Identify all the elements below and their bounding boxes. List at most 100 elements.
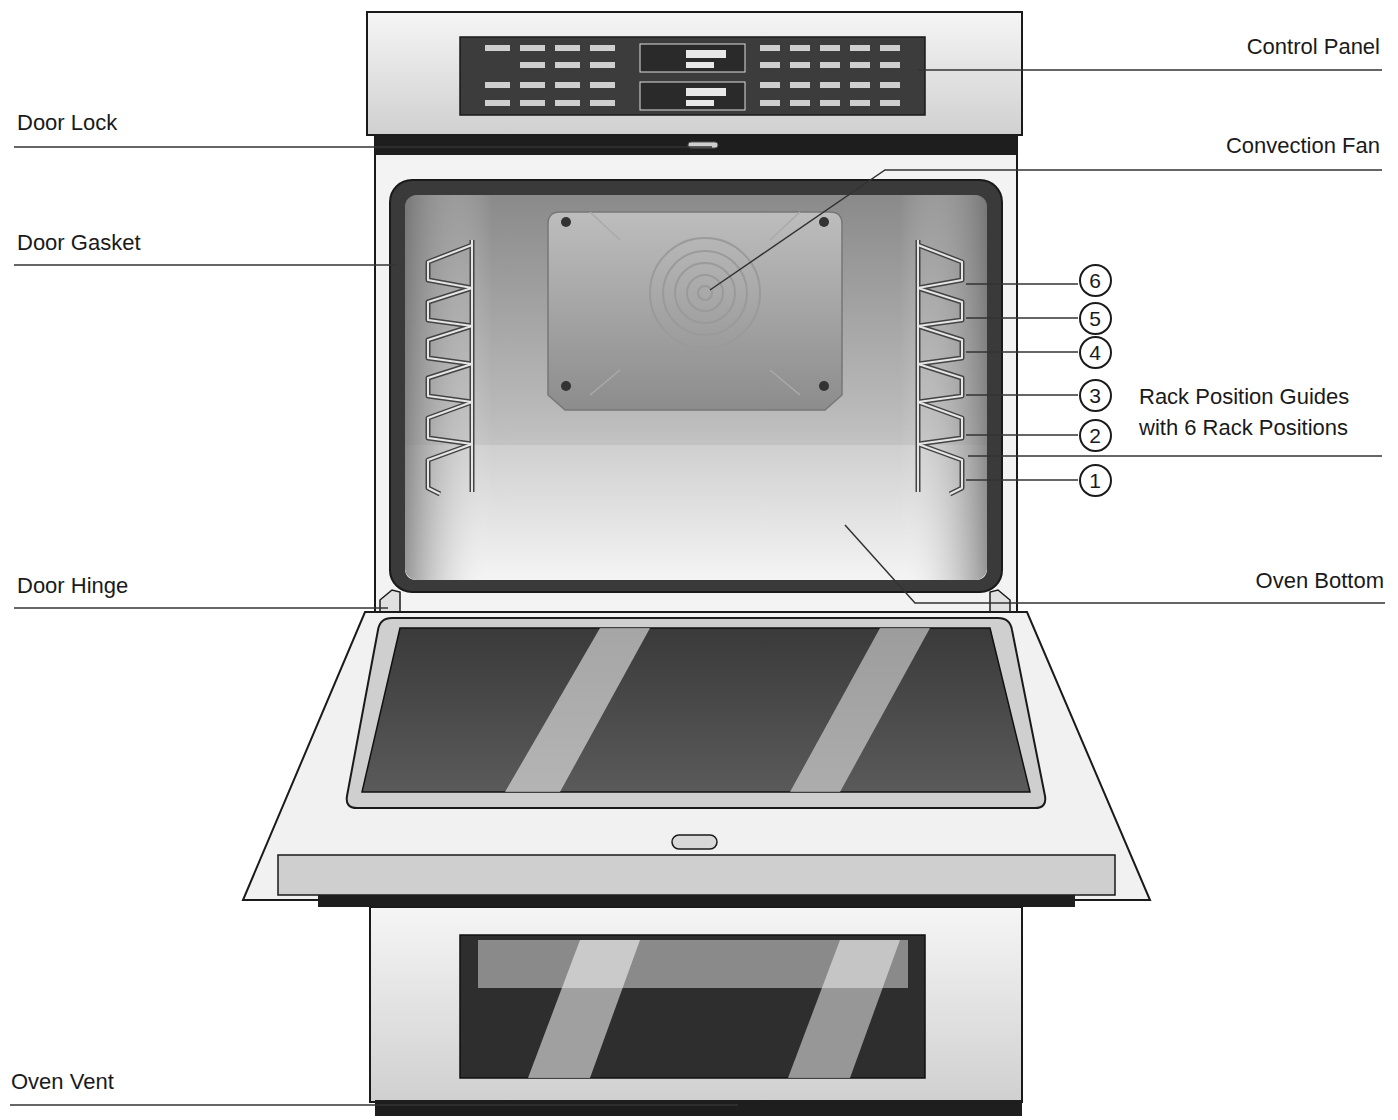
convection-fan (561, 217, 829, 391)
callout-number: 5 (1079, 302, 1112, 335)
callout-number: 2 (1079, 419, 1112, 452)
convection-fan (819, 217, 829, 227)
control-panel (367, 12, 1022, 135)
oven-door (347, 618, 1046, 808)
convection-fan (548, 212, 842, 410)
control-panel (640, 44, 745, 72)
convection-fan (770, 212, 800, 240)
rack-guides (428, 402, 472, 444)
rack-guides (428, 240, 962, 494)
oven-door (362, 628, 1030, 792)
lower-drawer (460, 935, 925, 1078)
convection-fan (561, 217, 571, 227)
control-panel (590, 62, 615, 68)
control-panel (520, 45, 545, 51)
control-panel (555, 82, 580, 88)
callout-text: 3 (1089, 385, 1101, 406)
leader-lines (966, 479, 1078, 481)
control-panel (880, 100, 900, 106)
control-panel (790, 100, 810, 106)
control-panel (760, 100, 780, 106)
control-panel (686, 100, 714, 106)
convection-fan (650, 238, 760, 348)
leader-lines (968, 455, 1382, 457)
control-panel (790, 82, 810, 88)
control-panel (880, 45, 900, 51)
oven-cavity (405, 195, 987, 580)
control-panel (485, 82, 510, 88)
oven-door (505, 628, 650, 792)
rack-guides (428, 364, 472, 402)
leader-lines (14, 146, 712, 148)
oven-door (790, 628, 930, 792)
control-panel (790, 45, 810, 51)
rack-guides (918, 364, 962, 402)
leader-lines (966, 351, 1078, 353)
oven-door (243, 612, 1150, 900)
leader-lines (966, 283, 1078, 285)
rack-guides (918, 364, 962, 402)
convection-fan (698, 286, 712, 300)
rack-guides (428, 288, 472, 326)
rack-guides (918, 402, 962, 444)
callout-number: 3 (1079, 379, 1112, 412)
control-panel (686, 62, 714, 68)
control-panel (760, 82, 780, 88)
convection-fan (590, 212, 620, 240)
leader-lines (918, 69, 1382, 71)
control-panel (555, 62, 580, 68)
leader-lines (10, 70, 1385, 1105)
rack-guides (428, 444, 472, 494)
control-panel (820, 100, 840, 106)
callout-number: 4 (1079, 336, 1112, 369)
control-panel (520, 82, 545, 88)
rack-guides (918, 288, 962, 326)
leader-lines (710, 170, 1382, 290)
control-panel (555, 45, 580, 51)
convection-fan (687, 275, 723, 311)
door-handle-slot (672, 835, 717, 849)
leader-lines (966, 317, 1078, 319)
callout-number: 6 (1079, 264, 1112, 297)
rack-guides (428, 245, 472, 288)
part-label: Door Lock (17, 107, 117, 138)
convection-fan (561, 381, 571, 391)
rack-guides (918, 288, 962, 326)
oven-cavity (390, 180, 1002, 592)
leader-lines (14, 264, 396, 266)
part-label: Rack Position Guides with 6 Rack Positio… (1139, 381, 1389, 443)
callout-text: 4 (1089, 342, 1101, 363)
convection-fan (675, 263, 735, 323)
callout-text: 2 (1089, 425, 1101, 446)
part-label: Door Gasket (17, 227, 141, 258)
control-panel (367, 12, 1022, 135)
oven-door (318, 895, 1075, 907)
convection-fan (770, 370, 800, 395)
lower-drawer (528, 940, 640, 1078)
rack-guides (428, 444, 472, 494)
leader-lines (14, 607, 388, 609)
rack-guides (428, 326, 472, 364)
oven-cavity (390, 180, 1002, 592)
callout-text: 5 (1089, 308, 1101, 329)
lower-drawer (370, 907, 1022, 1116)
convection-fan (819, 381, 829, 391)
rack-guides (428, 240, 962, 494)
control-panel (640, 82, 745, 110)
rack-guides (428, 240, 962, 494)
leader-lines (10, 1104, 738, 1106)
callout-text: 1 (1089, 470, 1101, 491)
part-label: Convection Fan (1226, 130, 1380, 161)
part-label: Door Hinge (17, 570, 128, 601)
lower-drawer (788, 940, 900, 1078)
oven-cavity (405, 195, 987, 580)
convection-fan (650, 238, 760, 348)
oven-vent (375, 1100, 1022, 1116)
leader-lines (966, 394, 1078, 396)
control-panel (590, 100, 615, 106)
rack-guides (917, 240, 919, 492)
convection-fan (548, 212, 842, 410)
control-panel (520, 62, 545, 68)
